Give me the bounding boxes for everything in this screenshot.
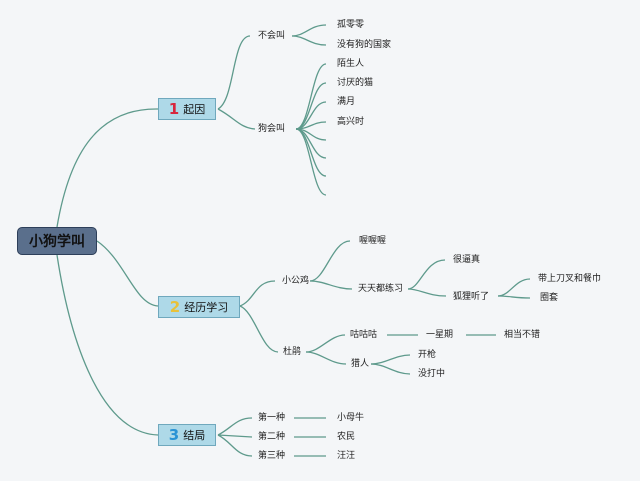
root-node[interactable]: 小狗学叫 (17, 227, 97, 255)
node-label[interactable]: 第二种 (258, 432, 286, 442)
branch-node-2[interactable]: 2 经历学习 (158, 296, 240, 318)
branch-number: 2 (169, 298, 181, 316)
connector (56, 254, 159, 436)
node-label[interactable]: 讨厌的猫 (337, 78, 374, 88)
node-label[interactable]: 带上刀叉和餐巾 (538, 274, 602, 284)
connector (295, 128, 327, 196)
connector (217, 434, 253, 457)
connector (217, 417, 253, 436)
node-label[interactable]: 咕咕咕 (350, 330, 378, 340)
connector (96, 240, 159, 307)
node-label[interactable]: 猎人 (351, 359, 370, 369)
node-label[interactable]: 很逼真 (453, 255, 481, 265)
node-label[interactable]: 开枪 (418, 350, 437, 360)
connector (309, 240, 351, 282)
branch-node-1[interactable]: 1 起因 (158, 98, 216, 120)
node-label[interactable]: 没打中 (418, 369, 446, 379)
connector (305, 351, 347, 365)
connector (305, 334, 346, 353)
node-label[interactable]: 喔喔喔 (359, 236, 387, 246)
node-label[interactable]: 圈套 (540, 293, 559, 303)
connector (217, 108, 256, 130)
connector (370, 363, 411, 375)
node-label[interactable]: 没有狗的国家 (337, 40, 392, 50)
connector (239, 280, 276, 307)
connector (291, 35, 327, 46)
branch-number: 1 (168, 100, 180, 118)
connector (295, 128, 327, 177)
connector (291, 24, 327, 37)
connector (370, 354, 411, 365)
connector (407, 288, 447, 297)
connector (217, 35, 251, 110)
node-label[interactable]: 天天都练习 (358, 284, 404, 294)
branch-label: 经历学习 (184, 301, 229, 314)
node-label[interactable]: 一星期 (426, 330, 454, 340)
node-label[interactable]: 小母牛 (337, 413, 365, 423)
branch-number: 3 (168, 426, 180, 444)
node-label[interactable]: 小公鸡 (282, 276, 310, 286)
node-label[interactable]: 狗会叫 (258, 124, 286, 134)
connector (56, 108, 159, 228)
branch-label: 起因 (183, 103, 206, 116)
node-label[interactable]: 相当不错 (504, 330, 541, 340)
node-label[interactable]: 第一种 (258, 413, 286, 423)
node-label[interactable]: 满月 (337, 97, 356, 107)
node-label[interactable]: 汪汪 (337, 451, 356, 461)
branch-label: 结局 (183, 429, 206, 442)
connector (239, 305, 279, 353)
node-label[interactable]: 杜鹃 (283, 347, 302, 357)
node-label[interactable]: 农民 (337, 432, 356, 442)
node-label[interactable]: 狐狸听了 (453, 292, 490, 302)
node-label[interactable]: 陌生人 (337, 59, 365, 69)
connector (309, 280, 353, 290)
connector (497, 295, 531, 299)
connector (295, 63, 327, 130)
node-label[interactable]: 高兴时 (337, 117, 365, 127)
connector (217, 434, 253, 438)
connector (497, 278, 531, 297)
node-label[interactable]: 第三种 (258, 451, 286, 461)
branch-node-3[interactable]: 3 结局 (158, 424, 216, 446)
node-label[interactable]: 孤零零 (337, 20, 365, 30)
connector (407, 259, 446, 290)
node-label[interactable]: 不会叫 (258, 31, 286, 41)
